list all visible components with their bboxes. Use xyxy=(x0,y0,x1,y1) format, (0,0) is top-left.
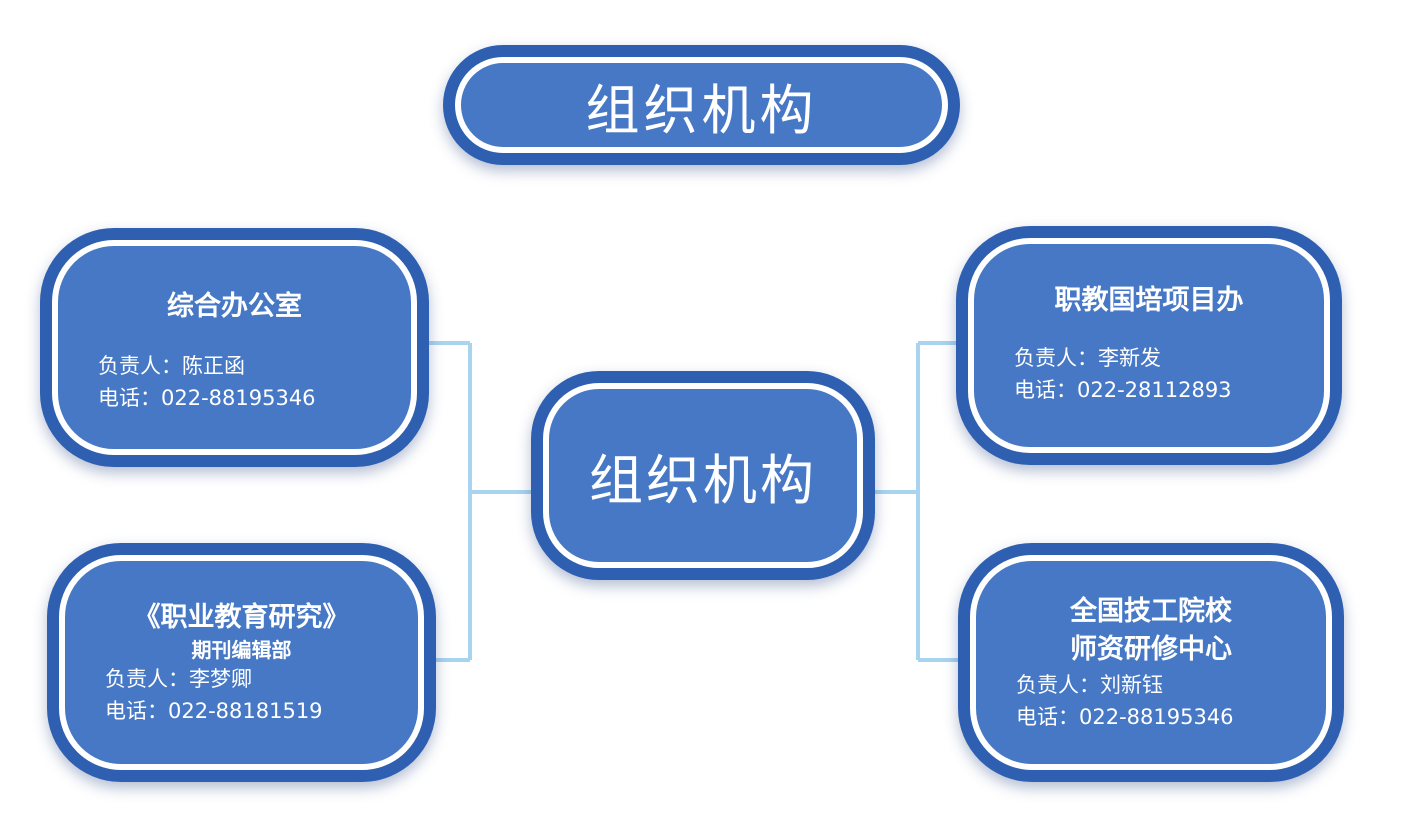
chart-title-text: 组织机构 xyxy=(585,78,818,142)
dept-name: 综合办公室 xyxy=(167,291,302,322)
dept-journal-editorial: 《职业教育研究》 期刊编辑部 负责人：李梦卿 电话：022-88181519 xyxy=(59,555,424,770)
dept-teacher-training-center: 全国技工院校 师资研修中心 负责人：刘新钰 电话：022-88195346 xyxy=(970,555,1332,770)
dept-manager: 负责人：李新发 xyxy=(1014,345,1161,370)
dept-general-office: 综合办公室 负责人：陈正函 电话：022-88195346 xyxy=(52,240,417,455)
dept-phone: 电话：022-88195346 xyxy=(1016,705,1234,730)
left-connector xyxy=(418,341,543,662)
center-node-text: 组织机构 xyxy=(589,449,817,512)
dept-manager: 负责人：李梦卿 xyxy=(105,666,252,691)
chart-title: 组织机构 xyxy=(455,57,948,153)
dept-phone: 电话：022-88181519 xyxy=(105,699,323,724)
dept-name: 全国技工院校 xyxy=(1070,596,1232,627)
dept-name: 《职业教育研究》 xyxy=(133,602,350,633)
dept-name-sub: 期刊编辑部 xyxy=(191,637,292,662)
dept-phone: 电话：022-28112893 xyxy=(1014,378,1232,403)
dept-manager: 负责人：陈正函 xyxy=(98,353,245,378)
center-node: 组织机构 xyxy=(543,383,863,568)
right-connector xyxy=(863,341,970,662)
dept-manager: 负责人：刘新钰 xyxy=(1016,672,1163,697)
dept-phone: 电话：022-88195346 xyxy=(98,386,316,411)
dept-national-training-office: 职教国培项目办 负责人：李新发 电话：022-28112893 xyxy=(968,238,1330,453)
dept-name: 职教国培项目办 xyxy=(1054,285,1244,316)
dept-name-line2: 师资研修中心 xyxy=(1070,633,1232,665)
